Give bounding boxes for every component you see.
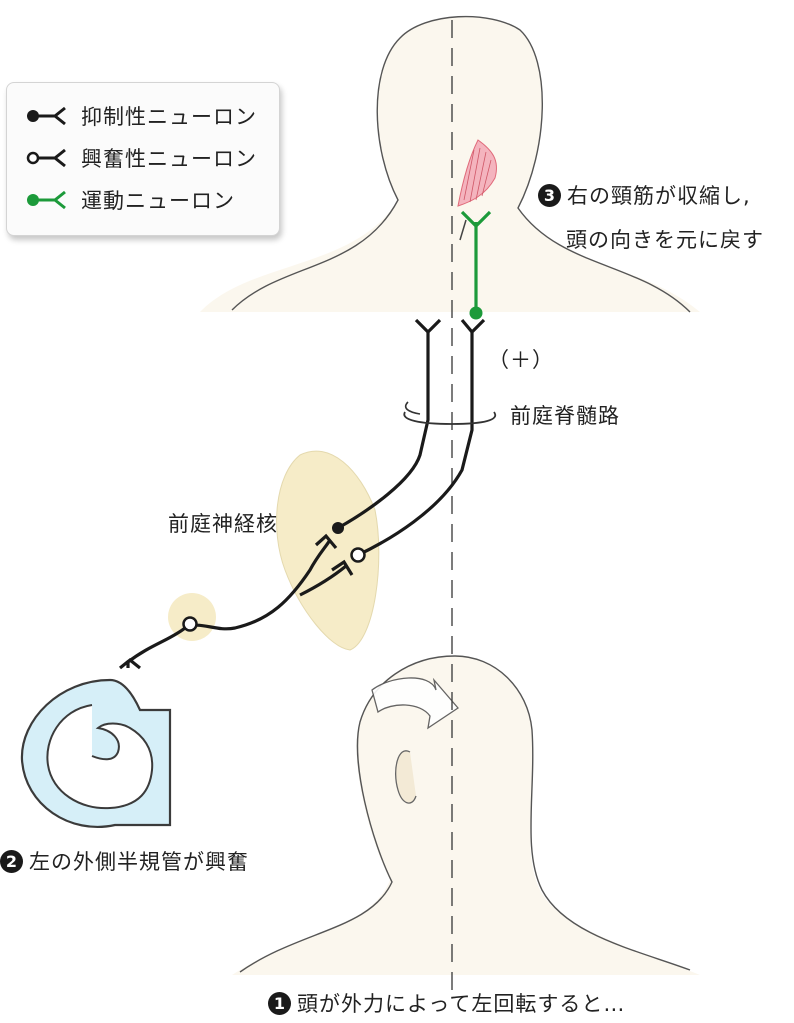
plus-sign: （＋） — [488, 348, 554, 372]
legend-excitatory: 興奮性ニューロン — [25, 143, 257, 173]
step2-number-badge: 2 — [0, 850, 23, 873]
lower-head — [232, 655, 700, 975]
motor-neuron-body — [469, 306, 483, 320]
legend-inhibitory-label: 抑制性ニューロン — [81, 105, 257, 129]
motor-neuron-icon — [27, 190, 66, 210]
vestibulospinal-tract-label: 前庭脊髄路 — [510, 404, 620, 428]
lateral-semicircular-canal — [20, 678, 172, 828]
legend-motor: 運動ニューロン — [25, 185, 235, 215]
excitatory-neuron-fiber — [355, 330, 474, 558]
lower-head-contour — [239, 655, 691, 973]
rotation-arrow-icon — [371, 677, 459, 730]
vestibular-nucleus-region — [276, 450, 380, 651]
step1-number-badge: 1 — [268, 992, 291, 1015]
step3-number-badge: 3 — [538, 184, 561, 207]
step1-label: 1 頭が外力によって左回転すると… — [268, 988, 625, 1018]
upper-head — [200, 15, 700, 313]
inhibitory-neuron-body — [332, 522, 344, 534]
step1-text: 頭が外力によって左回転すると… — [297, 992, 626, 1016]
excitatory-neuron-icon — [26, 148, 66, 168]
ear — [395, 750, 417, 804]
motor-neuron — [459, 210, 492, 312]
vestibular-nucleus-label: 前庭神経核 — [168, 512, 278, 536]
afferent-fiber — [126, 539, 332, 668]
inhibitory-neuron-fiber — [337, 330, 430, 530]
step3-text-1: 右の頸筋が収縮し, — [567, 184, 751, 208]
legend: 抑制性ニューロン 興奮性ニューロン 運動ニューロン — [6, 82, 280, 236]
step2-label: 2 左の外側半規管が興奮 — [0, 846, 249, 876]
legend-motor-label: 運動ニューロン — [81, 189, 235, 213]
step3-line1: 3 右の頸筋が収縮し, — [538, 180, 751, 210]
step2-text: 左の外側半規管が興奮 — [29, 850, 249, 874]
ganglion-neuron-body — [182, 616, 198, 632]
lower-head-outline — [232, 656, 700, 975]
upper-head-contour — [231, 15, 691, 313]
nerve-tracts — [119, 318, 486, 670]
upper-head-outline — [200, 16, 700, 313]
inhibitory-neuron-icon — [27, 106, 66, 126]
step3-line2: 頭の向きを元に戻す — [566, 228, 764, 252]
neck-muscle — [457, 139, 497, 207]
legend-excitatory-label: 興奮性ニューロン — [81, 147, 257, 171]
excitatory-neuron-body — [350, 547, 366, 563]
tract-ring — [403, 411, 497, 425]
legend-inhibitory: 抑制性ニューロン — [25, 101, 257, 131]
